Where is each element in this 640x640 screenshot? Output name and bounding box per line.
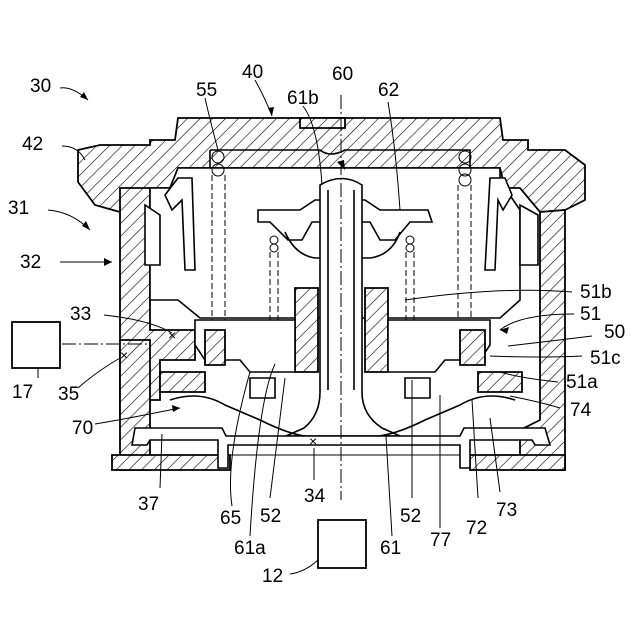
label-32: 32: [20, 252, 41, 273]
label-35: 35: [58, 384, 79, 405]
label-34: 34: [304, 486, 326, 507]
label-61b: 61b: [287, 88, 319, 109]
label-55: 55: [196, 80, 217, 101]
label-70: 70: [72, 418, 93, 439]
label-51b: 51b: [580, 282, 612, 303]
label-51a: 51a: [566, 372, 598, 393]
label-52-right: 52: [400, 506, 421, 527]
label-61: 61: [380, 538, 401, 559]
svg-text:×: ×: [120, 347, 128, 363]
label-17: 17: [12, 382, 33, 403]
label-40: 40: [242, 62, 263, 83]
label-60: 60: [332, 64, 353, 85]
label-12: 12: [262, 566, 283, 587]
label-30: 30: [30, 76, 51, 97]
box-17: [12, 322, 60, 368]
label-72: 72: [466, 518, 487, 539]
label-51c: 51c: [590, 348, 621, 369]
label-33: 33: [70, 304, 91, 325]
label-42: 42: [22, 134, 43, 155]
label-62: 62: [378, 80, 399, 101]
label-31: 31: [8, 198, 29, 219]
label-61a: 61a: [234, 538, 266, 559]
label-51: 51: [580, 304, 601, 325]
label-52-left: 52: [260, 506, 281, 527]
label-50: 50: [604, 322, 625, 343]
label-37: 37: [138, 494, 159, 515]
label-74: 74: [570, 400, 592, 421]
label-77: 77: [430, 530, 451, 551]
box-12: [318, 520, 366, 568]
svg-text:×: ×: [309, 433, 317, 449]
label-65: 65: [220, 508, 241, 529]
svg-text:×: ×: [168, 327, 176, 343]
label-73: 73: [496, 500, 517, 521]
